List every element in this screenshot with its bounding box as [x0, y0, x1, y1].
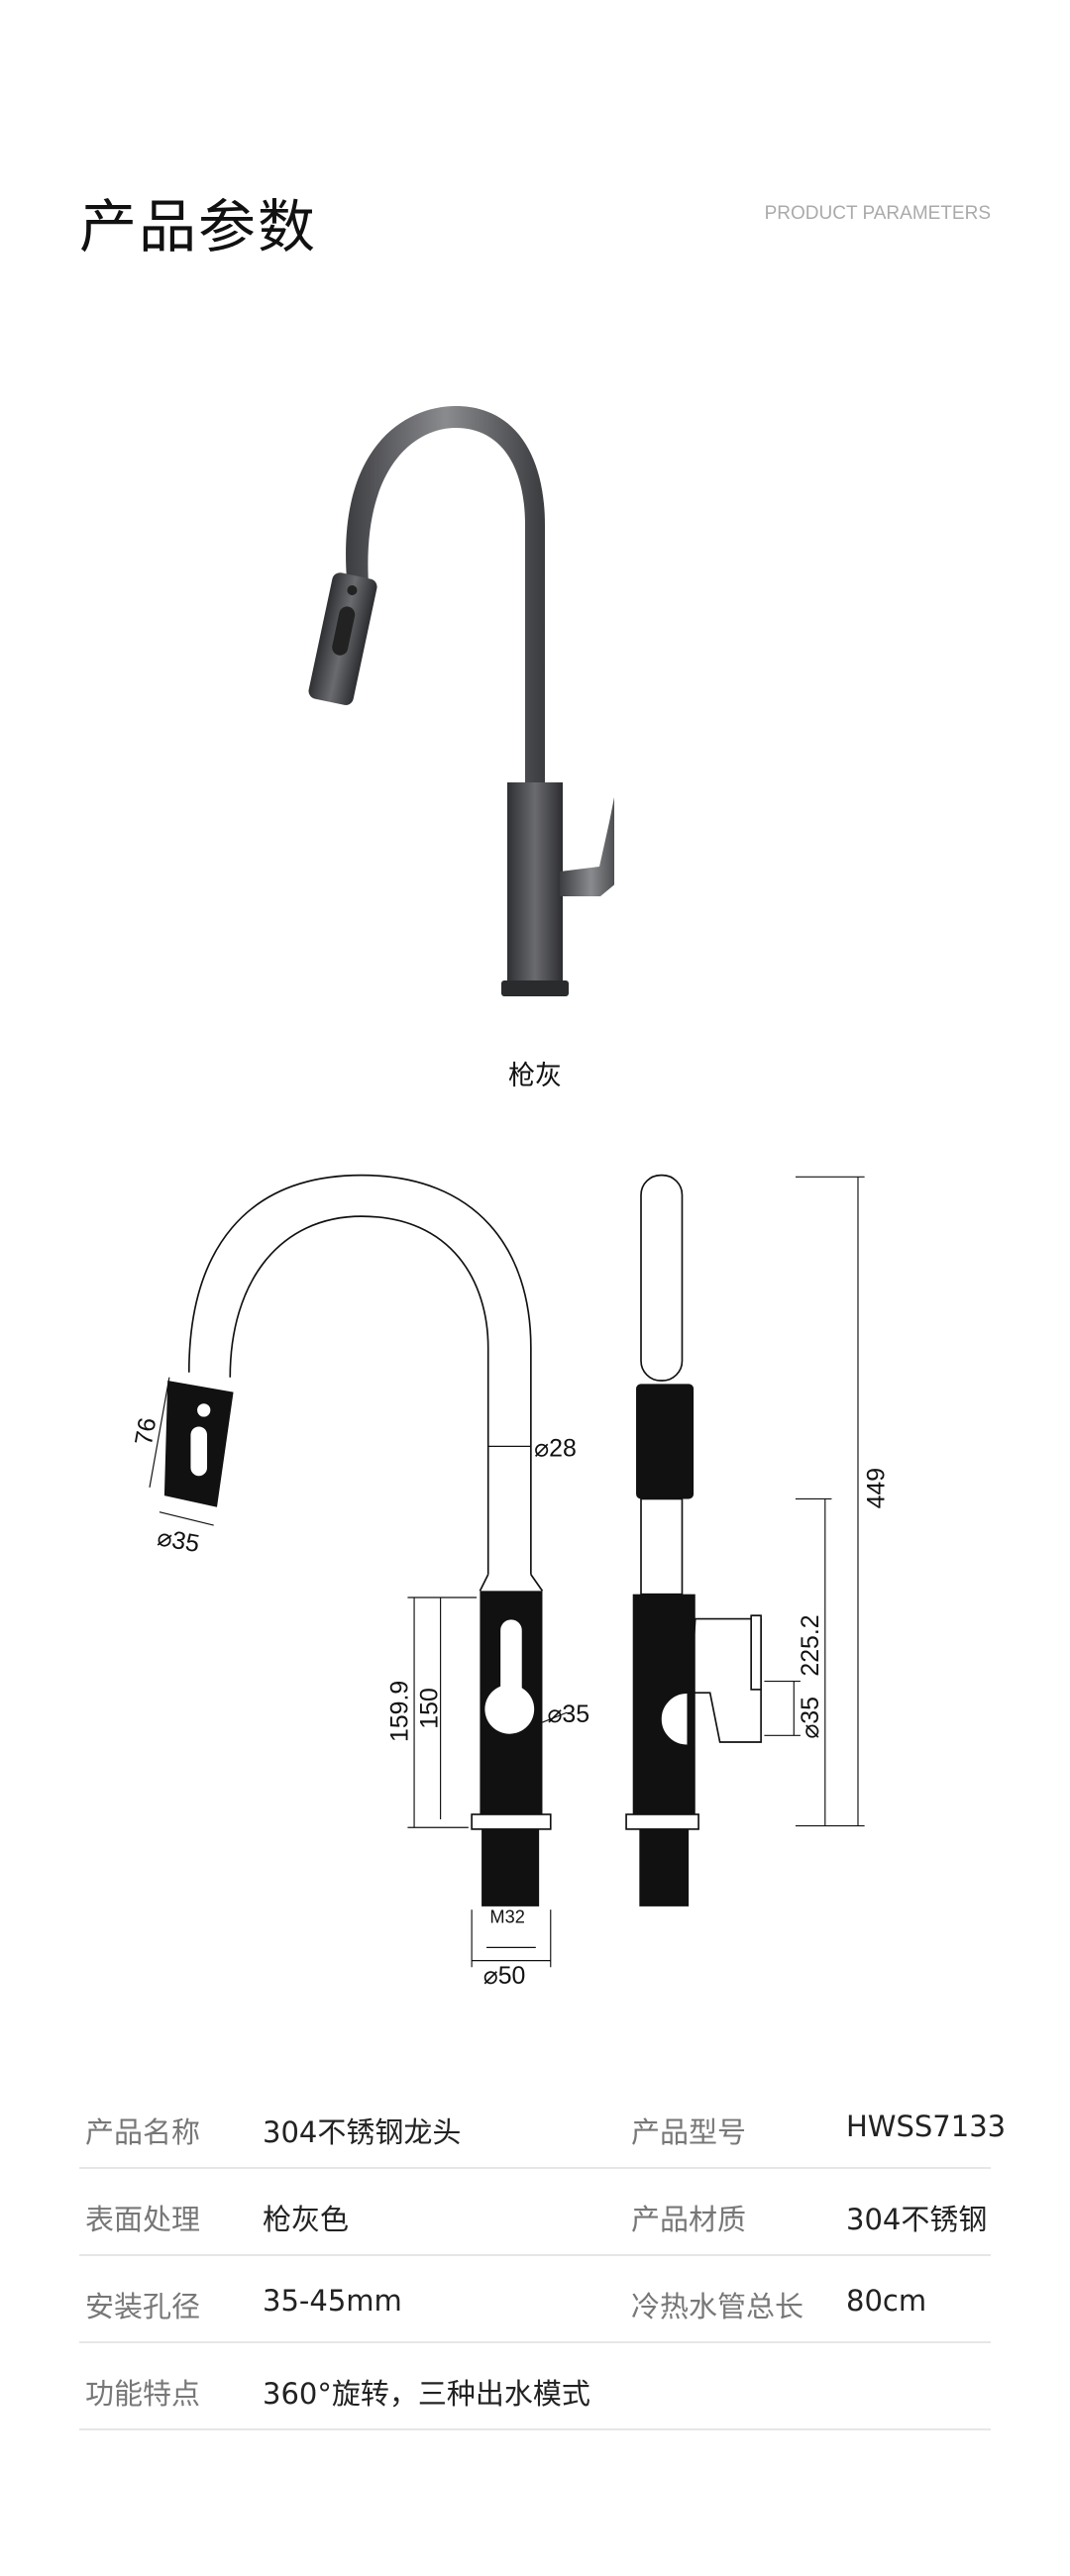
dim-handle-height: 225.2 [797, 1614, 824, 1676]
spec-row: 安装孔径 35-45mm 冷热水管总长 80cm [79, 2254, 991, 2343]
spec-row: 表面处理 枪灰色 产品材质 304不锈钢 [79, 2167, 991, 2256]
faucet-body [507, 782, 563, 980]
spec-label: 功能特点 [85, 2377, 201, 2411]
spec-label: 安装孔径 [85, 2290, 201, 2323]
technical-drawing: ⌀28 76 ⌀35 159.9 150 ⌀35 M32 ⌀50 449 225… [130, 1174, 891, 1989]
page-subtitle: PRODUCT PARAMETERS [764, 203, 991, 224]
spec-value: 35-45mm [263, 2284, 402, 2318]
dim-total-height: 449 [863, 1468, 891, 1509]
dim-side-handle-diameter: ⌀35 [797, 1697, 824, 1739]
dim-spray-diameter: ⌀35 [156, 1523, 202, 1558]
spec-label: 产品名称 [85, 2115, 201, 2149]
spec-label: 产品材质 [631, 2203, 747, 2236]
faucet-photo [308, 406, 614, 996]
spec-value: 304不锈钢龙头 [263, 2115, 462, 2149]
dim-handle-diameter: ⌀35 [547, 1700, 589, 1728]
spray-head [308, 572, 377, 705]
spec-row: 功能特点 360°旋转，三种出水模式 [79, 2341, 991, 2430]
dim-body-height-b: 150 [415, 1688, 443, 1729]
spec-label: 冷热水管总长 [631, 2290, 804, 2323]
faucet-handle [560, 797, 614, 896]
dim-body-height-a: 159.9 [385, 1681, 413, 1742]
dim-pipe-diameter: ⌀28 [534, 1434, 577, 1462]
spec-row: 产品名称 304不锈钢龙头 产品型号 HWSS7133 [79, 2080, 1006, 2169]
dim-spray-length: 76 [130, 1415, 161, 1447]
spec-value: 360°旋转，三种出水模式 [263, 2377, 590, 2411]
thread-black [482, 1828, 540, 1906]
spec-value: HWSS7133 [846, 2110, 1007, 2143]
page-title: 产品参数 [79, 193, 318, 260]
spout-inner [229, 1215, 489, 1575]
faucet-base [501, 980, 569, 996]
faucet-spout [346, 406, 545, 782]
dim-base-diameter: ⌀50 [483, 1962, 526, 1989]
spec-value: 80cm [846, 2284, 927, 2318]
spec-value: 枪灰色 [263, 2203, 350, 2236]
dim-thread: M32 [489, 1906, 524, 1926]
color-caption: 枪灰 [508, 1061, 562, 1091]
spout-outer [187, 1174, 532, 1575]
spec-label: 产品型号 [631, 2115, 747, 2149]
spec-label: 表面处理 [85, 2203, 201, 2236]
spec-value: 304不锈钢 [846, 2203, 988, 2236]
